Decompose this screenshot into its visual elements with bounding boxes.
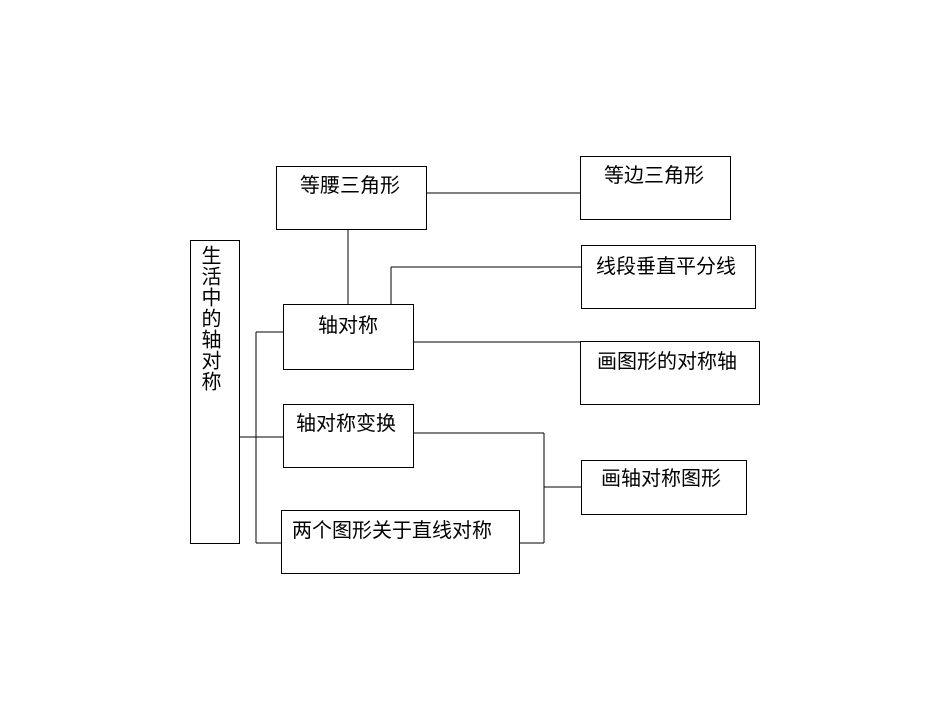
- isosceles-triangle-label: 等腰三角形: [300, 173, 400, 197]
- axial-symmetry-node: 轴对称: [283, 304, 414, 370]
- two-figures-symmetric-node: 两个图形关于直线对称: [281, 510, 520, 574]
- isosceles-triangle-node: 等腰三角形: [276, 166, 427, 230]
- draw-symmetry-axis-node: 画图形的对称轴: [580, 341, 760, 405]
- root-node: 生活中的轴对称: [190, 240, 240, 544]
- two-figures-symmetric-label: 两个图形关于直线对称: [292, 518, 492, 542]
- perpendicular-bisector-label: 线段垂直平分线: [596, 254, 736, 278]
- draw-symmetric-figure-label: 画轴对称图形: [601, 466, 721, 490]
- perpendicular-bisector-node: 线段垂直平分线: [581, 245, 756, 309]
- axial-symmetry-label: 轴对称: [318, 313, 378, 337]
- axial-transform-node: 轴对称变换: [283, 404, 414, 468]
- axial-transform-label: 轴对称变换: [296, 411, 396, 435]
- equilateral-triangle-node: 等边三角形: [580, 156, 731, 220]
- root-label: 生活中的轴对称: [198, 245, 222, 392]
- equilateral-triangle-label: 等边三角形: [604, 163, 704, 187]
- draw-symmetric-figure-node: 画轴对称图形: [581, 460, 747, 515]
- draw-symmetry-axis-label: 画图形的对称轴: [597, 349, 737, 373]
